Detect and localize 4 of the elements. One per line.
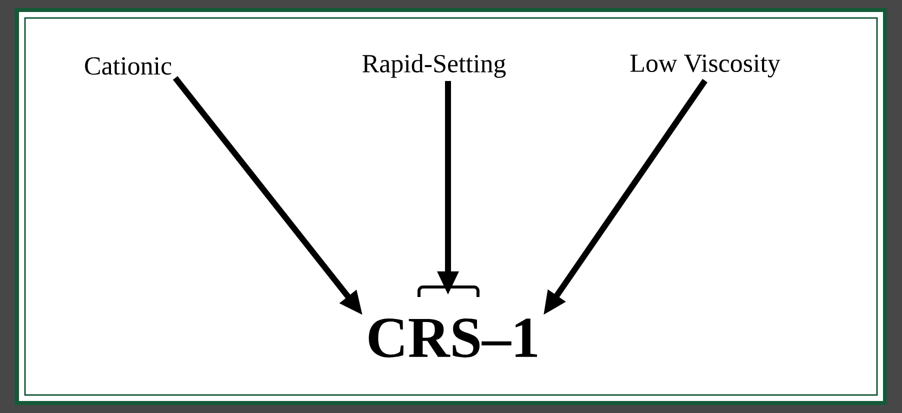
title-text: CRS–1 [368, 318, 537, 358]
label-text: Cationic [85, 57, 172, 75]
label-text: Low Viscosity [630, 54, 780, 78]
label-text: Rapid-Setting [362, 54, 506, 78]
